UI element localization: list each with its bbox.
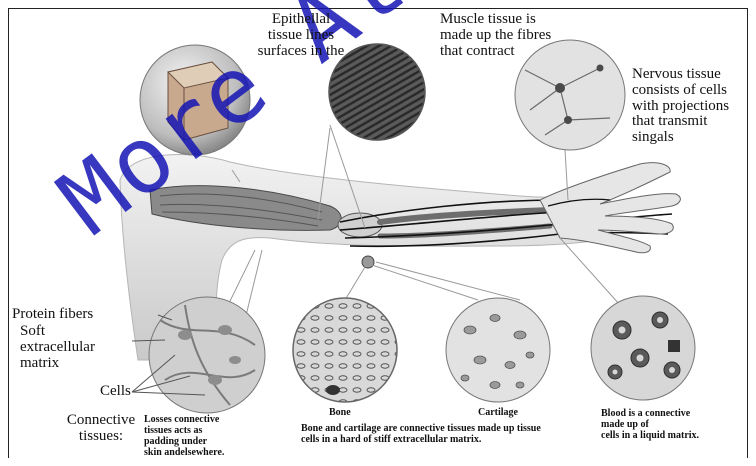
- blood-tissue-sphere: [591, 296, 695, 400]
- epithelial-label: Epithellal tissue lines surfaces in the: [246, 12, 356, 59]
- cartilage-label: Cartilage: [478, 407, 518, 418]
- nervous-label: Nervous tissue consists of cells with pr…: [632, 67, 752, 146]
- cartilage-tissue-sphere: [446, 298, 550, 402]
- muscle-label: Muscle tissue is made up the fibres that…: [440, 12, 590, 59]
- bone-tissue-sphere: [293, 298, 397, 402]
- bone-label: Bone: [329, 407, 351, 418]
- connective-tissues-title: Connective tissues:: [61, 413, 141, 445]
- bone-cartilage-description: Bone and cartilage are connective tissue…: [301, 423, 601, 445]
- loose-connective-tissue-sphere: [149, 297, 265, 413]
- soft-matrix-label: Soft extracellular matrix: [20, 324, 120, 371]
- blood-label: Blood is a connective made up of cells i…: [601, 408, 741, 441]
- epithelial-tissue-sphere: [140, 45, 250, 155]
- loose-connective-label: Losses connective tissues acts as paddin…: [144, 414, 274, 458]
- protein-fibers-label: Protein fibers: [12, 307, 93, 323]
- cells-label: Cells: [100, 384, 131, 400]
